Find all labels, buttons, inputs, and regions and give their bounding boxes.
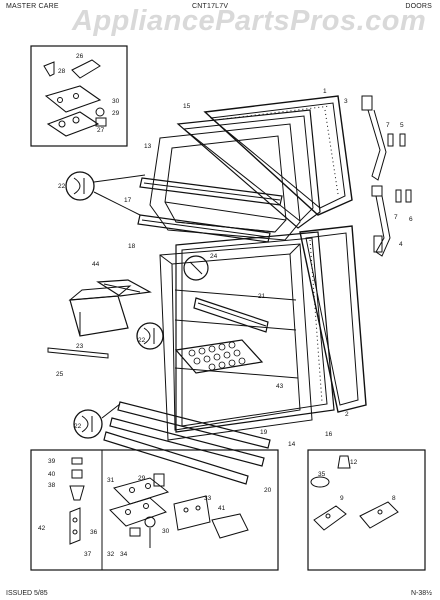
header-brand: MASTER CARE (6, 3, 59, 10)
callout-38: 38 (48, 482, 56, 489)
inset-right-parts (310, 455, 399, 531)
callout-5: 5 (400, 122, 404, 129)
dairy-door-23 (68, 285, 132, 337)
callout-20: 20 (264, 487, 272, 494)
callout-29a: 29 (112, 110, 120, 117)
freezer-door (137, 95, 353, 243)
callout-34: 34 (120, 551, 128, 558)
callout-15: 15 (183, 103, 191, 110)
callout-31: 31 (107, 477, 115, 484)
dairy-cover-44 (96, 279, 152, 297)
callout-41: 41 (218, 505, 226, 512)
callout-29b: 29 (138, 475, 146, 482)
callout-27: 27 (97, 127, 105, 134)
inset-box-hinge-top (30, 45, 128, 147)
footer-issue-date: ISSUED 5/85 (6, 590, 48, 597)
callout-1: 1 (323, 88, 327, 95)
detail-circle-22-low (73, 409, 103, 439)
callout-7b: 7 (394, 214, 398, 221)
callout-13: 13 (144, 143, 152, 150)
callout-6: 6 (409, 216, 413, 223)
callout-4: 4 (399, 241, 403, 248)
detail-circle-22-top (65, 171, 95, 201)
callout-28: 28 (58, 68, 66, 75)
callout-32: 32 (107, 551, 115, 558)
callout-40: 40 (48, 471, 56, 478)
callout-43: 43 (276, 383, 284, 390)
callout-23: 23 (76, 343, 84, 350)
callout-21: 21 (258, 293, 266, 300)
callout-42: 42 (38, 525, 46, 532)
callout-12: 12 (350, 459, 358, 466)
inset-box-brackets (307, 449, 426, 571)
callout-3: 3 (344, 98, 348, 105)
callout-33: 33 (204, 495, 212, 502)
inset-hinge-parts (43, 59, 107, 137)
callout-19: 19 (260, 429, 268, 436)
callout-24: 24 (210, 253, 218, 260)
callout-14: 14 (288, 441, 296, 448)
callout-35: 35 (318, 471, 326, 478)
callout-7a: 7 (386, 122, 390, 129)
callout-39: 39 (48, 458, 56, 465)
callout-9: 9 (340, 495, 344, 502)
callout-25: 25 (56, 371, 64, 378)
header-section: DOORS (405, 3, 432, 10)
callout-36: 36 (90, 529, 98, 536)
callout-30a: 30 (112, 98, 120, 105)
header-model: CNT17L7V (192, 3, 229, 10)
callout-2: 2 (345, 411, 349, 418)
callout-18: 18 (128, 243, 136, 250)
callout-26: 26 (76, 53, 84, 60)
callout-30b: 30 (162, 528, 170, 535)
footer-page-code: N-38½ (410, 590, 432, 597)
inset-bottom-parts (69, 457, 249, 548)
hinge-lower (371, 185, 391, 257)
inset-box-hinge-bottom (30, 449, 279, 571)
callout-22c: 22 (74, 423, 82, 430)
callout-16: 16 (325, 431, 333, 438)
callout-22a: 22 (58, 183, 66, 190)
callout-37: 37 (84, 551, 92, 558)
trim-strip-25 (47, 347, 109, 359)
fresh-food-door (103, 225, 367, 485)
detail-circle-22-mid (136, 322, 164, 350)
callout-22b: 22 (138, 337, 146, 344)
callout-8: 8 (392, 495, 396, 502)
watermark-text: AppliancePartsPros.com (71, 5, 426, 37)
callout-44: 44 (92, 261, 100, 268)
part-callouts: 1 2 3 4 5 6 7 7 8 9 12 13 14 15 16 17 18… (38, 53, 413, 558)
callout-17: 17 (124, 197, 132, 204)
screw-plugs (387, 133, 412, 203)
hinge-upper (361, 95, 387, 181)
